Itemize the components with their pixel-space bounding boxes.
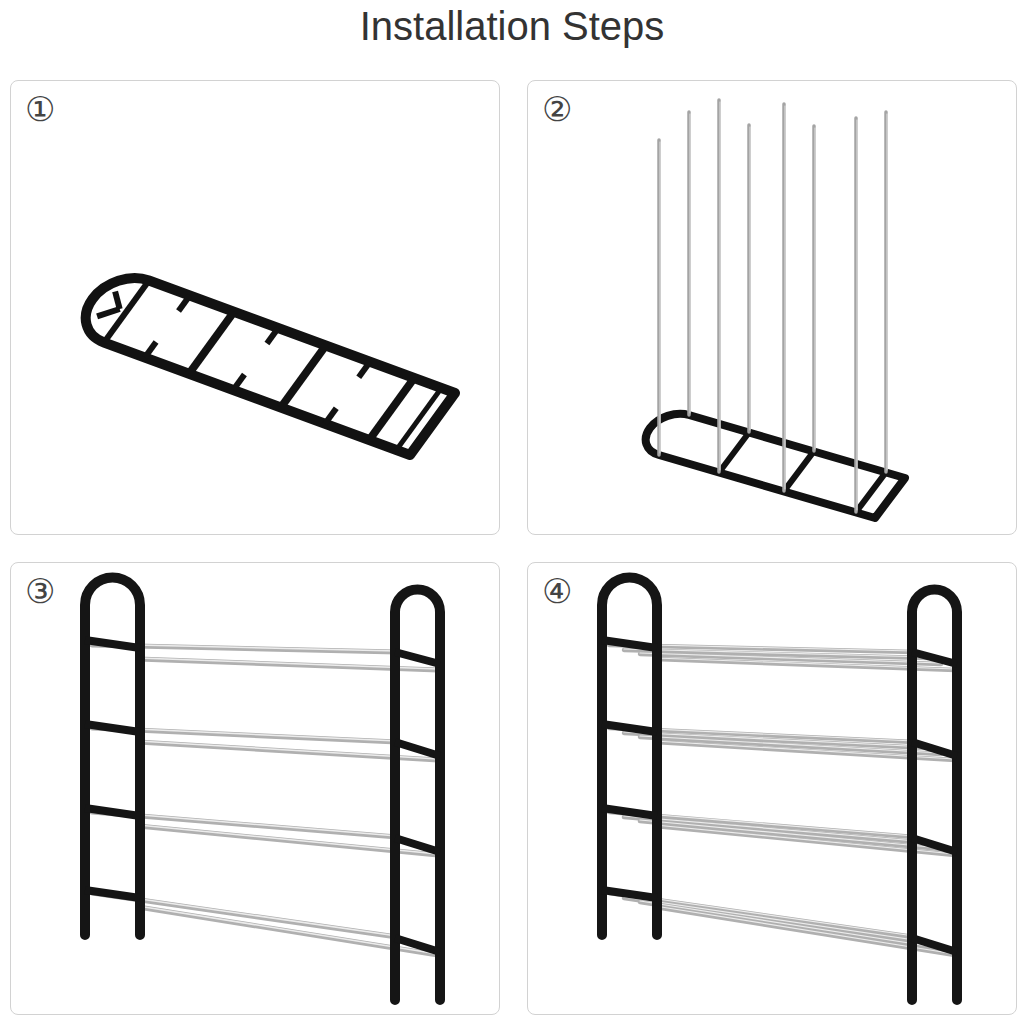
step-number: ④ [542,573,572,610]
side-frames [85,578,440,1001]
page-title: Installation Steps [0,4,1024,49]
step-panel: ③ [10,562,500,1015]
step-number: ① [25,91,55,128]
support-rods [659,100,887,512]
base-frame [70,268,455,455]
base-frame [635,408,905,518]
step-number: ③ [25,573,55,610]
step-panel: ④ [527,562,1017,1015]
step-panel: ① [10,80,500,535]
step-number: ② [542,91,572,128]
step-panel: ② [527,80,1017,535]
side-frames [602,578,957,1001]
